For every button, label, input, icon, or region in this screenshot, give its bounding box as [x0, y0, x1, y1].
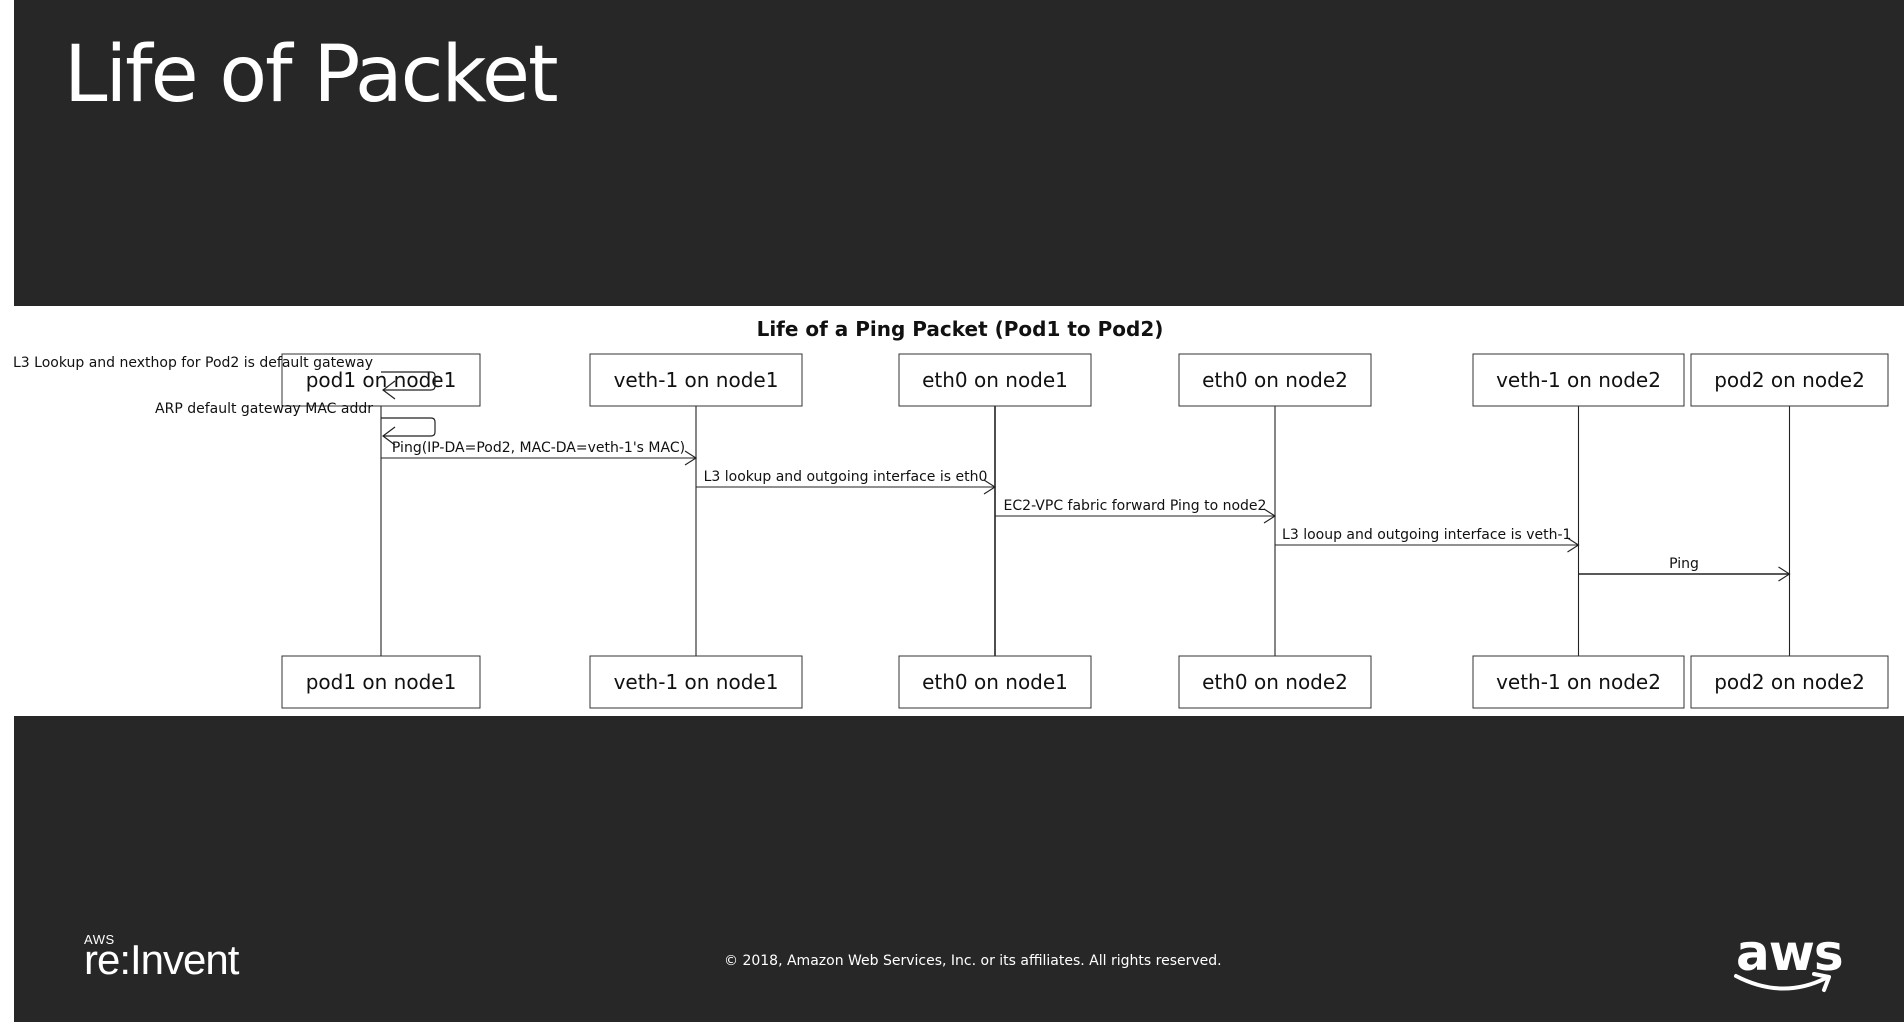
participant-box-top: [1178, 353, 1372, 407]
participant-box-top: [281, 353, 481, 407]
participant-box-bottom: [1690, 655, 1889, 709]
message-label: Ping: [1669, 556, 1699, 572]
participant-box-top: [898, 353, 1092, 407]
participant-label-top: eth0 on node2: [1202, 368, 1348, 392]
aws-logo: aws: [1732, 924, 1844, 1004]
arrow-head: [382, 426, 396, 446]
reinvent-logo-aws-text: AWS: [84, 932, 115, 947]
self-message-arrow: [381, 417, 436, 437]
participant-label-bottom: veth-1 on node2: [1496, 670, 1661, 694]
left-edge-strip: [0, 0, 14, 1022]
participant-label-top: veth-1 on node2: [1496, 368, 1661, 392]
arrow-head: [382, 380, 396, 400]
copyright-notice: © 2018, Amazon Web Services, Inc. or its…: [724, 953, 1222, 969]
arrow-head: [983, 479, 997, 495]
participant-box-top: [1690, 353, 1889, 407]
participant-label-bottom: pod1 on node1: [306, 670, 457, 694]
message-label: EC2-VPC fabric forward Ping to node2: [1004, 498, 1267, 514]
participant-label-top: pod2 on node2: [1714, 368, 1865, 392]
sequence-diagram: Life of a Ping Packet (Pod1 to Pod2) pod…: [14, 317, 1889, 709]
arrow-head: [1263, 508, 1277, 524]
participant-label-bottom: veth-1 on node1: [614, 670, 779, 694]
message-label: L3 lookup and outgoing interface is eth0: [704, 469, 988, 485]
participant-box-bottom: [281, 655, 481, 709]
sequence-diagram-panel: Life of a Ping Packet (Pod1 to Pod2) pod…: [14, 306, 1904, 716]
arrow-head: [1778, 566, 1791, 582]
diagram-title: Life of a Ping Packet (Pod1 to Pod2): [757, 317, 1164, 341]
participant-label-bottom: pod2 on node2: [1714, 670, 1865, 694]
arrow-head: [1567, 537, 1580, 553]
participant-label-top: veth-1 on node1: [614, 368, 779, 392]
participant-box-bottom: [1472, 655, 1685, 709]
self-message-arrow: [381, 371, 436, 391]
arrow-head: [684, 450, 698, 466]
participant-box-bottom: [589, 655, 803, 709]
message-label: L3 looup and outgoing interface is veth-…: [1282, 527, 1571, 543]
participant-label-bottom: eth0 on node2: [1202, 670, 1348, 694]
message-label: ARP default gateway MAC addr: [155, 401, 373, 417]
message-label: L3 Lookup and nexthop for Pod2 is defaul…: [14, 355, 373, 371]
participant-box-bottom: [1178, 655, 1372, 709]
participant-label-top: eth0 on node1: [922, 368, 1068, 392]
participant-box-top: [589, 353, 803, 407]
message-label: Ping(IP-DA=Pod2, MAC-DA=veth-1's MAC): [392, 440, 685, 456]
slide-title: Life of Packet: [64, 30, 559, 120]
participant-label-bottom: eth0 on node1: [922, 670, 1068, 694]
participant-box-bottom: [898, 655, 1092, 709]
aws-smile-icon: [1734, 972, 1831, 992]
reinvent-logo-text: re:Invent: [84, 936, 239, 983]
aws-logo-text: aws: [1736, 924, 1844, 982]
participant-box-top: [1472, 353, 1685, 407]
